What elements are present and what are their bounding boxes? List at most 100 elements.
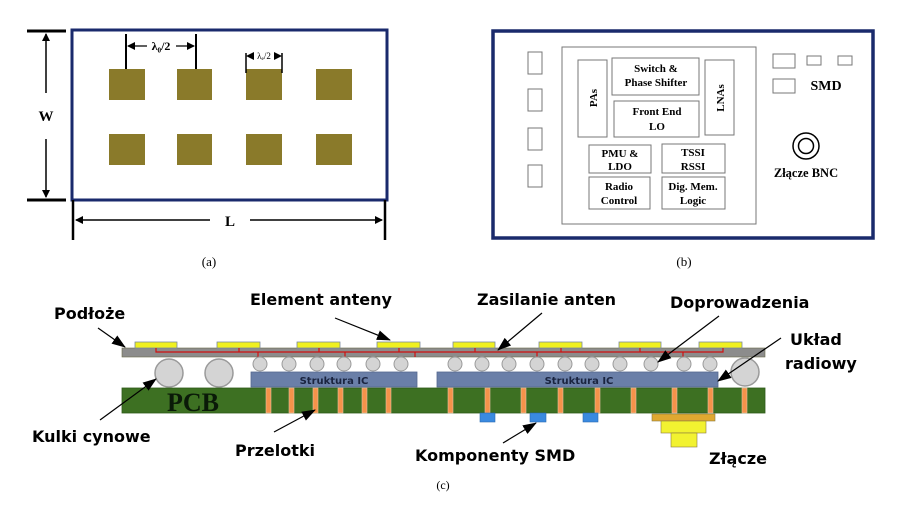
bump bbox=[529, 356, 545, 372]
arrow-leads bbox=[657, 315, 720, 363]
pcb-label: PCB bbox=[167, 388, 219, 417]
label-pas: PAs bbox=[588, 88, 600, 107]
bump bbox=[702, 356, 718, 372]
bump bbox=[501, 356, 517, 372]
via bbox=[707, 387, 714, 414]
solder-ball bbox=[154, 358, 184, 388]
panel-b-module-layout: PAs Switch & Phase Shifter LNAs Front En… bbox=[491, 29, 875, 269]
antenna-patches bbox=[134, 341, 743, 349]
ic-structure-1 bbox=[250, 371, 418, 388]
via bbox=[594, 387, 601, 414]
via bbox=[265, 387, 272, 414]
block-pas bbox=[577, 59, 608, 138]
label-pmu-2: LDO bbox=[608, 161, 632, 173]
antenna-patch bbox=[134, 341, 178, 349]
arrow-vias bbox=[273, 409, 316, 433]
bump bbox=[474, 356, 490, 372]
patch bbox=[109, 134, 145, 165]
antenna-patch bbox=[376, 341, 421, 349]
bump bbox=[557, 356, 573, 372]
panel-a-antenna-array: λ₀/2 λₑ/2 W L (a) bbox=[27, 28, 389, 269]
micro-bumps bbox=[252, 356, 718, 372]
caption-b: (b) bbox=[676, 254, 691, 269]
via bbox=[447, 387, 454, 414]
label-lnas: LNAs bbox=[715, 84, 727, 112]
label-leads: Doprowadzenia bbox=[670, 293, 809, 312]
antenna-patch bbox=[618, 341, 662, 349]
connector-body bbox=[660, 420, 707, 434]
ic-blocks bbox=[577, 57, 735, 210]
antenna-feed-network bbox=[155, 348, 724, 357]
label-dig-1: Dig. Mem. bbox=[668, 181, 717, 193]
via bbox=[671, 387, 678, 414]
callout-arrows bbox=[97, 312, 782, 444]
bump bbox=[584, 356, 600, 372]
arrow-smd-components bbox=[502, 422, 537, 444]
caption-c: (c) bbox=[436, 478, 449, 492]
label-tssi-1: TSSI bbox=[681, 147, 705, 159]
pad bbox=[527, 88, 543, 112]
via bbox=[484, 387, 491, 414]
patch bbox=[177, 69, 212, 100]
label-dig-2: Logic bbox=[680, 195, 706, 207]
smd-component bbox=[529, 412, 547, 423]
bump bbox=[612, 356, 628, 372]
left-pads bbox=[527, 51, 543, 188]
vias bbox=[265, 387, 748, 414]
label-switch-2: Phase Shifter bbox=[625, 77, 688, 89]
pcb bbox=[121, 387, 766, 414]
label-frontend-2: LO bbox=[649, 121, 665, 133]
arrow-antenna-feed bbox=[497, 312, 543, 351]
label-switch-1: Switch & bbox=[634, 63, 678, 75]
patch bbox=[246, 69, 282, 100]
bump bbox=[393, 356, 409, 372]
bnc-label: Złącze BNC bbox=[774, 166, 838, 180]
via bbox=[312, 387, 319, 414]
panel-a-board bbox=[70, 28, 389, 202]
via bbox=[288, 387, 295, 414]
bump bbox=[365, 356, 381, 372]
pad bbox=[527, 164, 543, 188]
antenna-patch bbox=[698, 341, 743, 349]
bump bbox=[252, 356, 268, 372]
smd-pad bbox=[772, 78, 796, 94]
antenna-patch bbox=[452, 341, 496, 349]
panel-c-cross-section: Struktura IC Struktura IC PCB bbox=[32, 290, 857, 492]
block-radio-control bbox=[588, 176, 651, 210]
smd-component bbox=[582, 412, 599, 423]
via bbox=[630, 387, 637, 414]
solder-ball bbox=[204, 358, 234, 388]
bnc-connector-icon bbox=[792, 132, 820, 160]
antenna-patch bbox=[296, 341, 341, 349]
smd-components bbox=[479, 412, 599, 423]
block-tssi-rssi bbox=[661, 143, 726, 174]
label-pmu-1: PMU & bbox=[602, 148, 639, 160]
ic-structure-1-label: Struktura IC bbox=[300, 376, 369, 387]
smd-pad bbox=[837, 55, 853, 66]
via bbox=[557, 387, 564, 414]
arrow-solder-balls bbox=[99, 378, 157, 421]
label-frontend-1: Front End bbox=[632, 106, 681, 118]
width-label: W bbox=[39, 109, 54, 125]
smd-pad bbox=[772, 53, 796, 69]
antenna-patch bbox=[538, 341, 583, 349]
arrow-radio-circuit bbox=[717, 337, 782, 382]
block-dig-mem-logic bbox=[661, 176, 726, 210]
antenna-patch bbox=[216, 341, 261, 349]
length-dimension: L bbox=[71, 200, 387, 240]
patch bbox=[316, 69, 352, 100]
bump bbox=[447, 356, 463, 372]
smd-component bbox=[479, 412, 496, 423]
patch-grid bbox=[109, 69, 352, 165]
connector bbox=[651, 413, 716, 448]
caption-a: (a) bbox=[202, 254, 216, 269]
large-solder-balls bbox=[154, 357, 760, 388]
label-tssi-2: RSSI bbox=[681, 161, 705, 173]
pad bbox=[527, 51, 543, 75]
spacing-label-lambdae: λₑ/2 bbox=[257, 51, 271, 61]
pad bbox=[527, 127, 543, 151]
label-substrate: Podłoże bbox=[54, 304, 125, 323]
via bbox=[520, 387, 527, 414]
spacing-label-lambda0: λ₀/2 bbox=[152, 39, 171, 53]
